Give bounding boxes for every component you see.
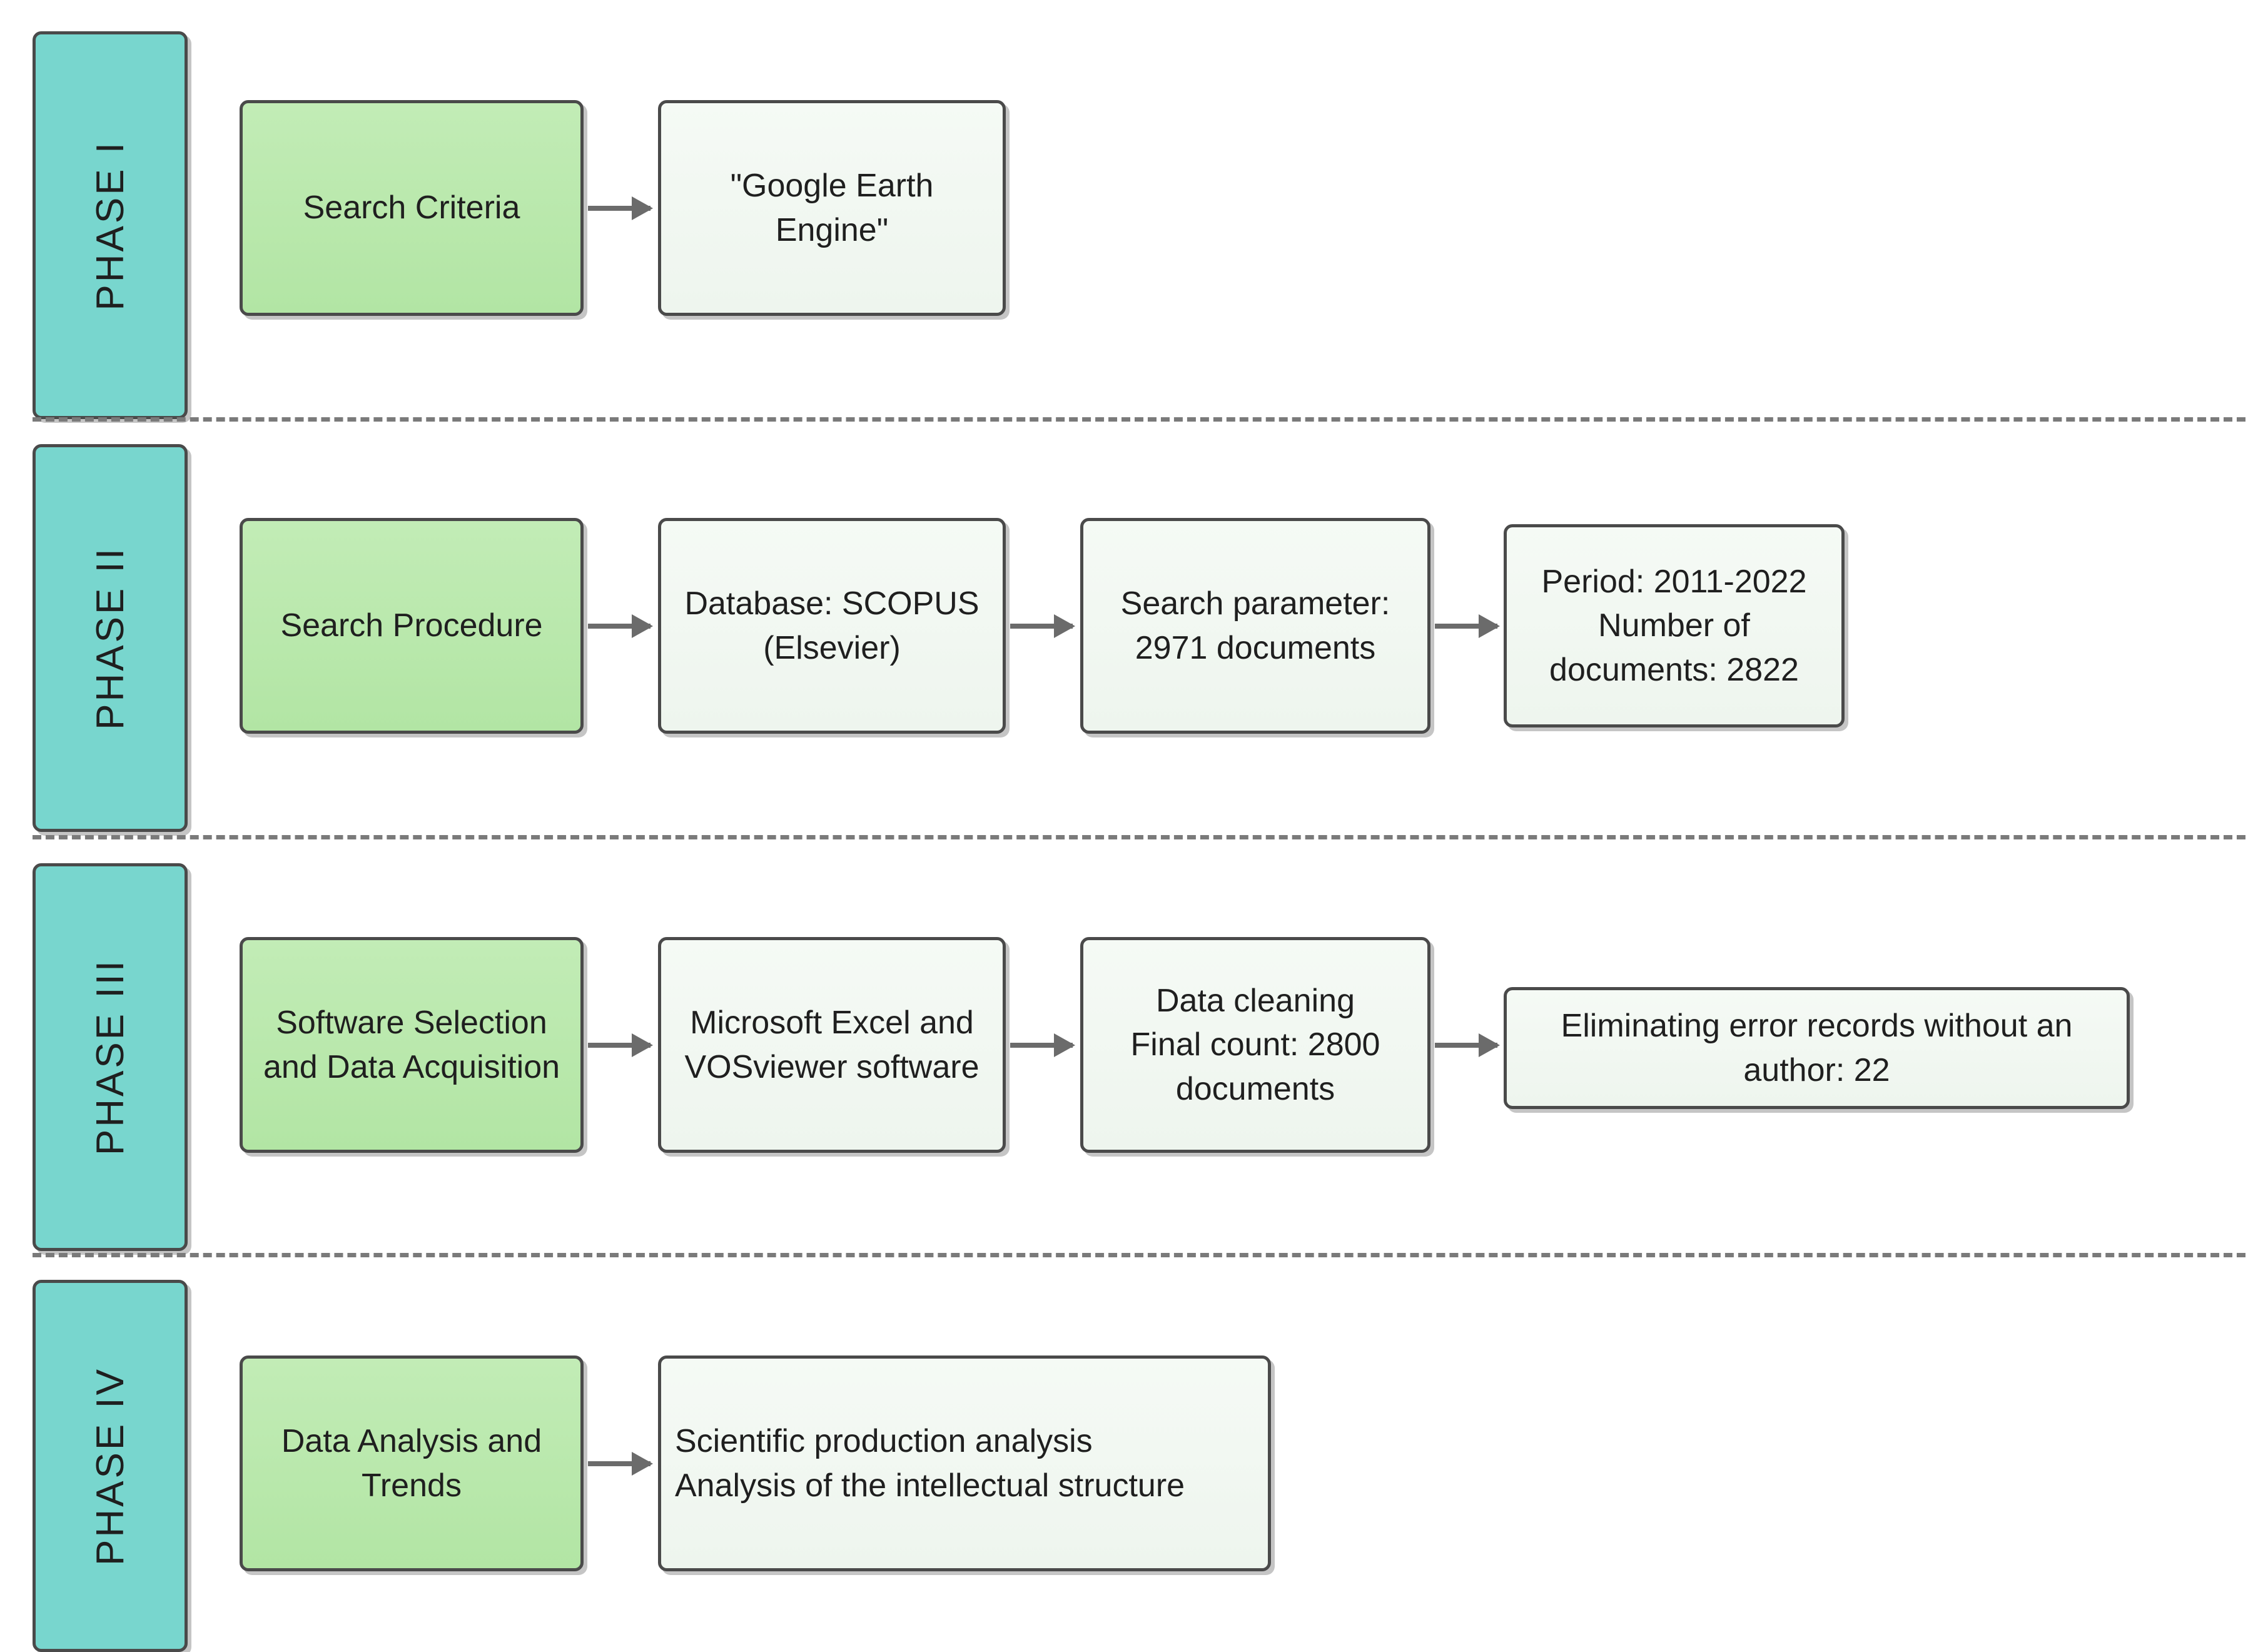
node-analysis-outputs[interactable]: Scientific production analysis Analysis … [658,1356,1271,1571]
phase-bar-1-label: PHASE I [88,139,132,311]
arrow-data-analysis-to-analysis-outputs [588,1461,651,1466]
phase-bar-4[interactable]: PHASE IV [33,1280,188,1652]
phase-bar-1[interactable]: PHASE I [33,31,188,419]
node-database-scopus[interactable]: Database: SCOPUS (Elsevier) [658,518,1006,734]
phase-separator-3 [33,1253,2245,1257]
node-google-earth-engine[interactable]: "Google Earth Engine" [658,100,1006,316]
node-excel-vosviewer[interactable]: Microsoft Excel and VOSviewer software [658,937,1006,1153]
arrow-search-parameter-to-period [1435,624,1497,629]
arrow-search-criteria-to-google-earth-engine [588,206,651,211]
arrow-excel-to-data-cleaning [1010,1043,1073,1048]
phase-bar-2-label: PHASE II [88,546,132,730]
node-period-documents[interactable]: Period: 2011-2022 Number of documents: 2… [1504,524,1845,727]
node-eliminating-errors[interactable]: Eliminating error records without an aut… [1504,987,2130,1109]
phase-bar-3-label: PHASE III [88,958,132,1156]
arrow-data-cleaning-to-eliminating-errors [1435,1043,1497,1048]
phase-bar-4-label: PHASE IV [88,1366,132,1566]
phase-separator-2 [33,835,2245,839]
phase-bar-2[interactable]: PHASE II [33,444,188,832]
node-data-cleaning[interactable]: Data cleaning Final count: 2800 document… [1080,937,1430,1153]
arrow-software-selection-to-excel [588,1043,651,1048]
phase-separator-1 [33,417,2245,422]
phase-bar-3[interactable]: PHASE III [33,863,188,1251]
node-data-analysis-trends[interactable]: Data Analysis and Trends [240,1356,584,1571]
node-search-criteria[interactable]: Search Criteria [240,100,584,316]
arrow-database-to-search-parameter [1010,624,1073,629]
node-search-procedure[interactable]: Search Procedure [240,518,584,734]
node-search-parameter[interactable]: Search parameter: 2971 documents [1080,518,1430,734]
node-software-selection[interactable]: Software Selection and Data Acquisition [240,937,584,1153]
arrow-search-procedure-to-database [588,624,651,629]
